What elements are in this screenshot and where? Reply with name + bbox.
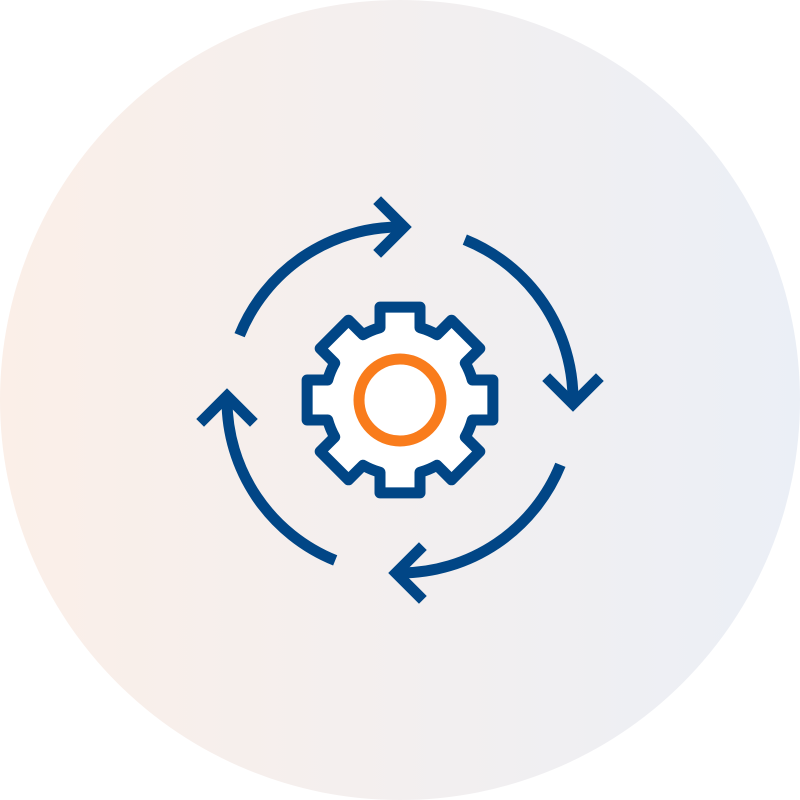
gear-icon [301, 301, 499, 499]
arrow-right-head-icon [542, 373, 604, 412]
arrow-top-head-icon [373, 196, 412, 258]
arrow-bottom-head-icon [388, 542, 427, 604]
cycle-arrows-icon [196, 196, 604, 604]
arrow-left-head-icon [196, 388, 258, 427]
arrow-bottom-arc [399, 462, 566, 579]
arrow-left-arc [221, 399, 338, 566]
gear-center-ring [353, 353, 447, 447]
arrow-top-arc [234, 221, 401, 338]
arrow-right-arc [462, 234, 579, 401]
